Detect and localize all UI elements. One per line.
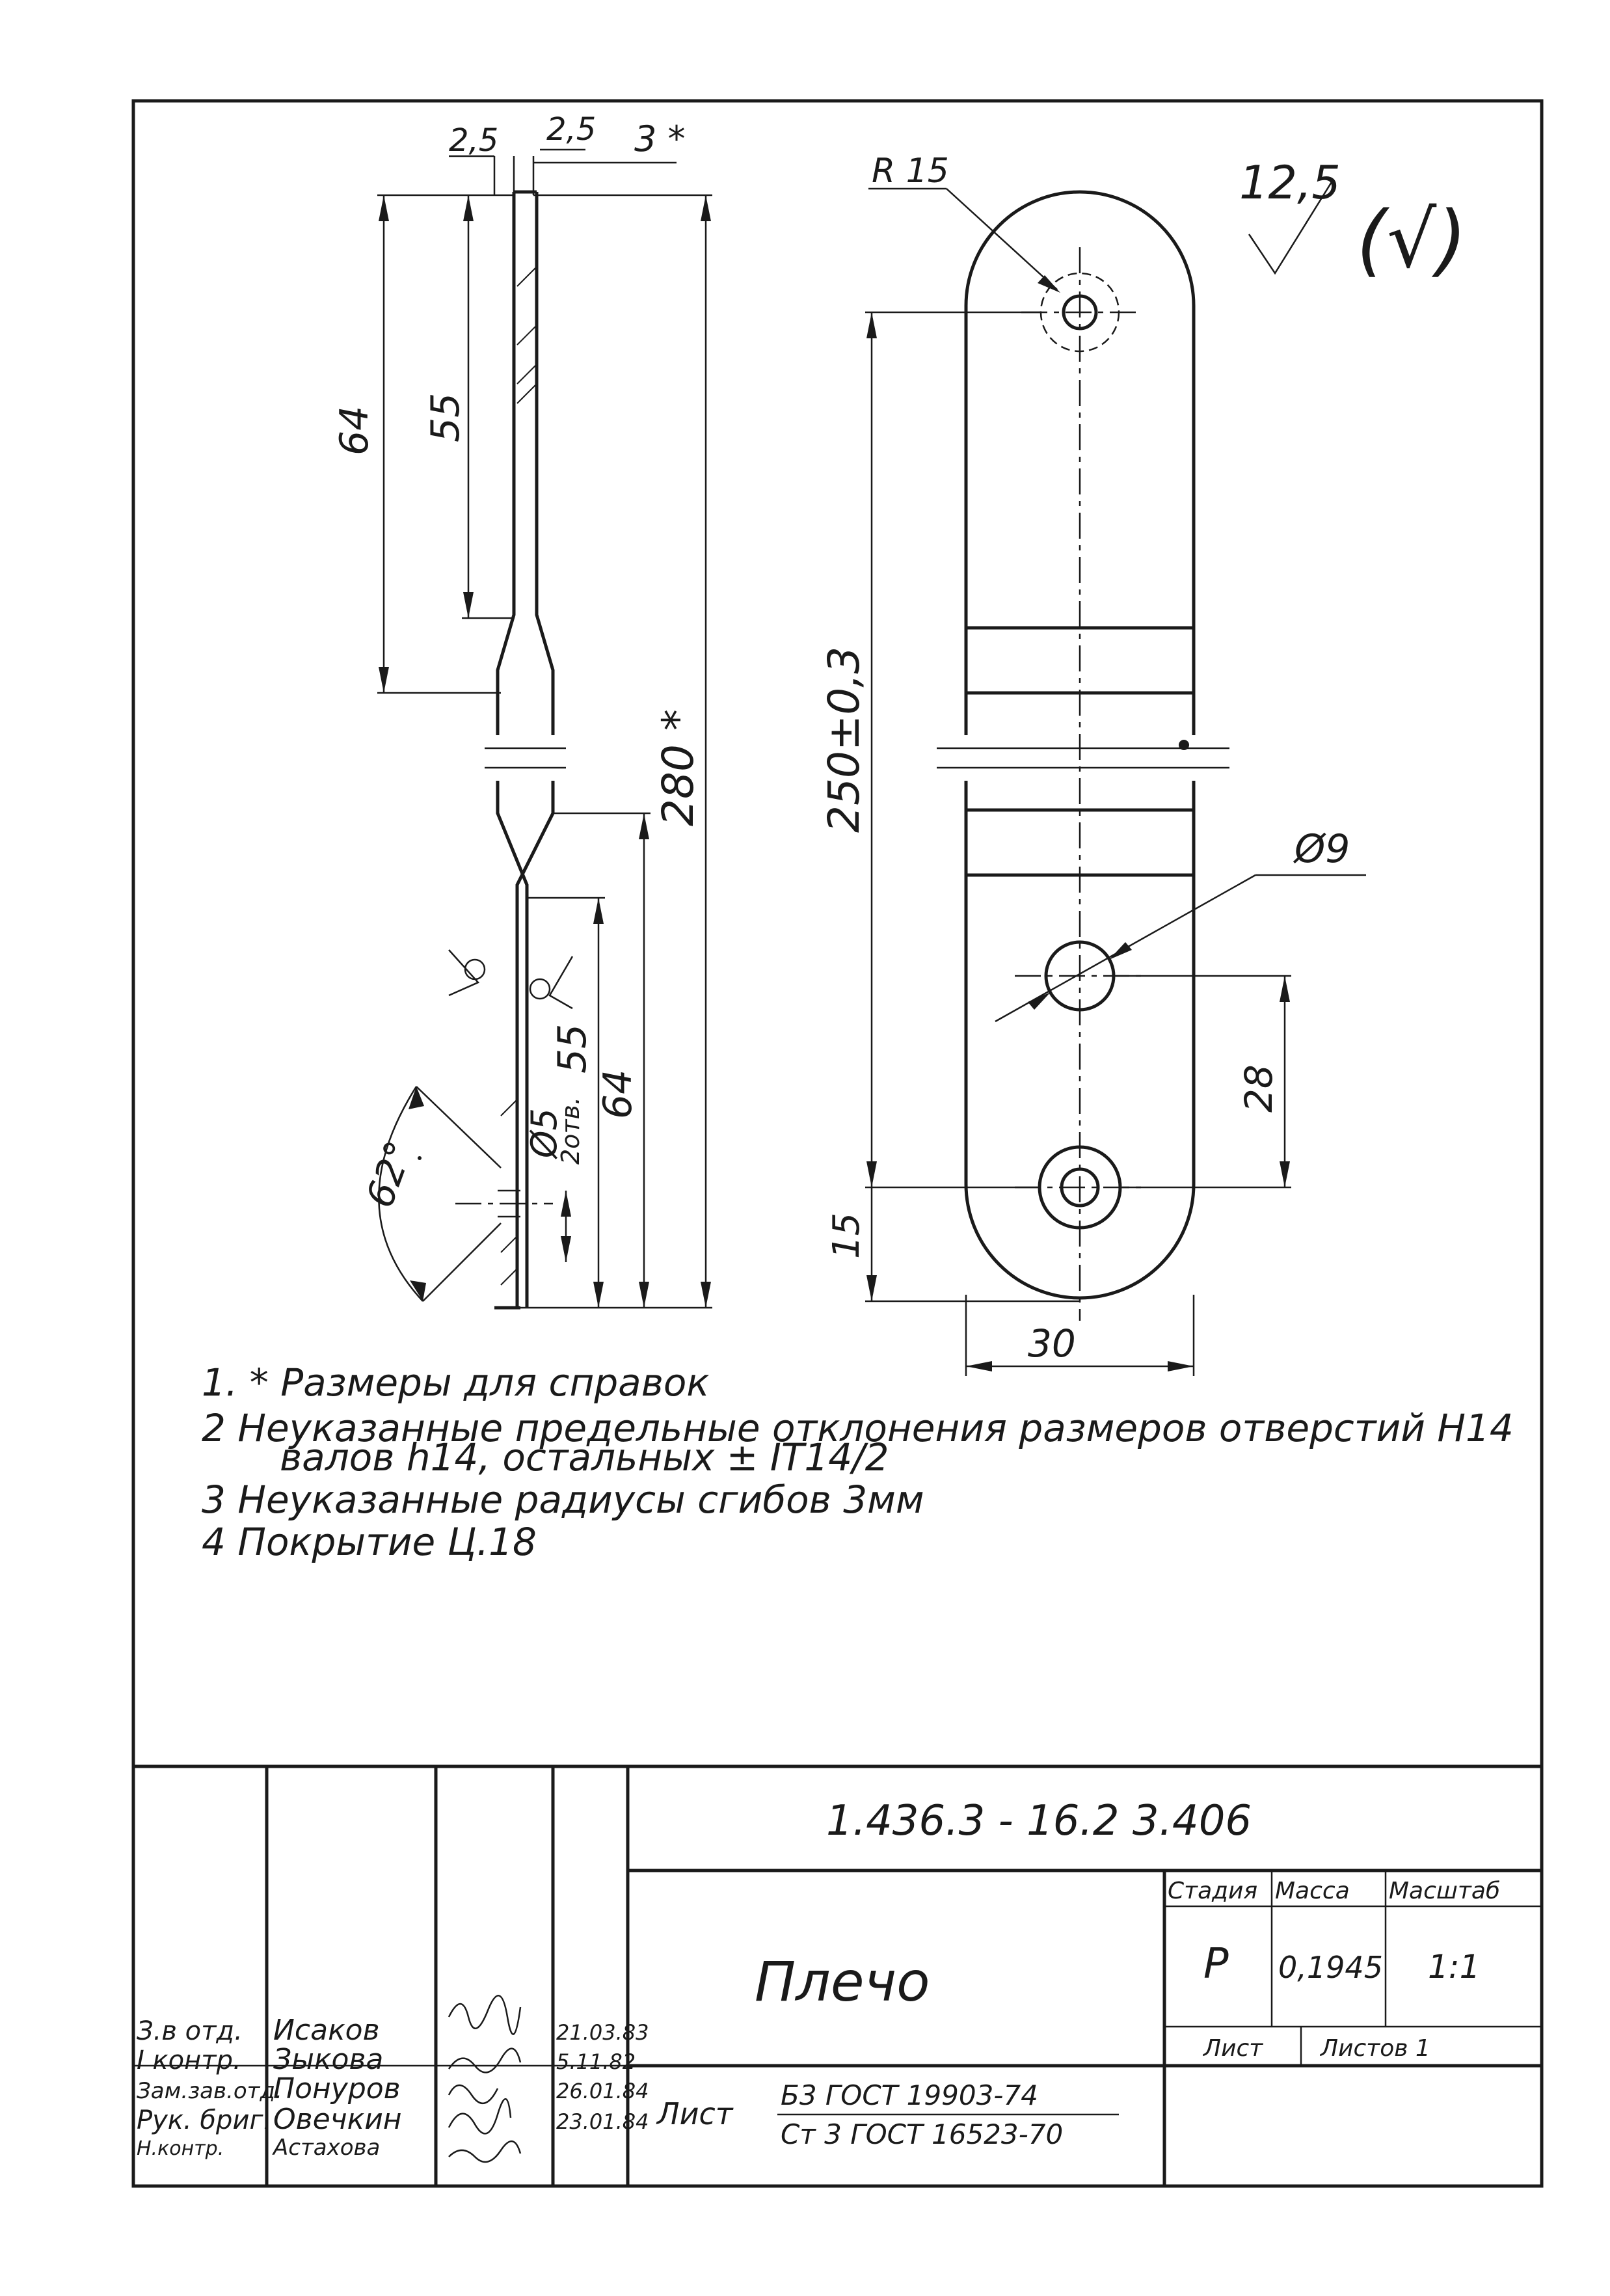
stage-header: Стадия: [1168, 1878, 1257, 1904]
role-4: Рук. бриг.: [137, 2105, 271, 2135]
name-5: Астахова: [272, 2135, 380, 2161]
stage-value: Р: [1203, 1940, 1229, 1988]
front-view: Ø9 R 15 250±0,3 15 28 30: [819, 152, 1366, 1376]
name-2: Зыкова: [273, 2043, 383, 2076]
dim-28: 28: [1237, 1064, 1281, 1113]
date-2: 5.11.82: [556, 2049, 636, 2074]
dim-thickness-3: 3 *: [634, 118, 686, 159]
dim-55-bottom: 55: [550, 1024, 595, 1074]
name-3: Понуров: [273, 2072, 401, 2105]
note-1: 1. * Размеры для справок: [202, 1360, 709, 1405]
dim-holes-count: 2отв.: [556, 1097, 585, 1165]
sheet-label: Лист: [1202, 2035, 1263, 2062]
sheets-label: Листов 1: [1319, 2035, 1430, 2062]
drawing-frame: [131, 99, 1544, 2188]
side-view: 2,5 2,5 3 *: [332, 111, 712, 1310]
role-5: Н.контр.: [137, 2137, 224, 2160]
material-bottom: Ст 3 ГОСТ 16523-70: [781, 2118, 1063, 2150]
scale-header: Масштаб: [1389, 1878, 1500, 1904]
note-2-cont: валов h14, остальных ± IT14/2: [280, 1435, 889, 1479]
note-2: 2 Неуказанные предельные отклонения разм…: [202, 1406, 1514, 1450]
roughness-symbol: 12,5 (√): [1239, 156, 1467, 286]
signatures: [448, 1995, 522, 2163]
dim-width-30: 30: [1028, 1321, 1076, 1366]
dim-hole-d5: Ø5: [524, 1108, 565, 1159]
date-4: 23.01.84: [556, 2109, 649, 2134]
roughness-other: (√): [1356, 195, 1467, 286]
dim-thickness-1: 2,5: [449, 122, 498, 159]
dim-64-bottom: 64: [595, 1070, 641, 1119]
dim-angle: 62°: [357, 1135, 422, 1213]
date-3: 26.01.84: [556, 2079, 649, 2103]
title-block: 1.436.3 - 16.2 3.406 Плечо Стадия Масса …: [133, 1764, 1542, 2186]
scale-value: 1:1: [1428, 1948, 1480, 1986]
mass-header: Масса: [1275, 1878, 1350, 1904]
dim-thickness-2: 2,5: [546, 111, 596, 148]
roughness-value: 12,5: [1239, 156, 1341, 209]
dim-length-250: 250±0,3: [819, 647, 869, 833]
material-top: Б3 ГОСТ 19903-74: [781, 2079, 1038, 2111]
dim-radius: R 15: [872, 152, 949, 191]
sheet-word: Лист: [656, 2096, 734, 2131]
dim-15: 15: [825, 1213, 868, 1259]
mass-value: 0,1945: [1278, 1950, 1383, 1985]
role-3: Зам.зав.отд.: [137, 2078, 282, 2104]
note-3: 3 Неуказанные радиусы сгибов 3мм: [202, 1478, 924, 1522]
dim-hole-d9: Ø9: [1293, 826, 1350, 872]
role-1: З.в отд.: [137, 2016, 243, 2046]
dim-64-top: 64: [332, 406, 377, 455]
name-4: Овечкин: [273, 2103, 402, 2136]
name-1: Исаков: [273, 2014, 380, 2047]
dim-55-top: 55: [423, 393, 468, 442]
dim-280-overall: 280 *: [653, 709, 703, 826]
drawing-number: 1.436.3 - 16.2 3.406: [826, 1797, 1252, 1845]
note-4: 4 Покрытие Ц.18: [202, 1520, 537, 1564]
part-name: Плечо: [755, 1950, 930, 2014]
role-2: Ι контр.: [137, 2046, 241, 2075]
date-1: 21.03.83: [556, 2020, 649, 2045]
technical-notes: 1. * Размеры для справок 2 Неуказанные п…: [202, 1360, 1514, 1564]
